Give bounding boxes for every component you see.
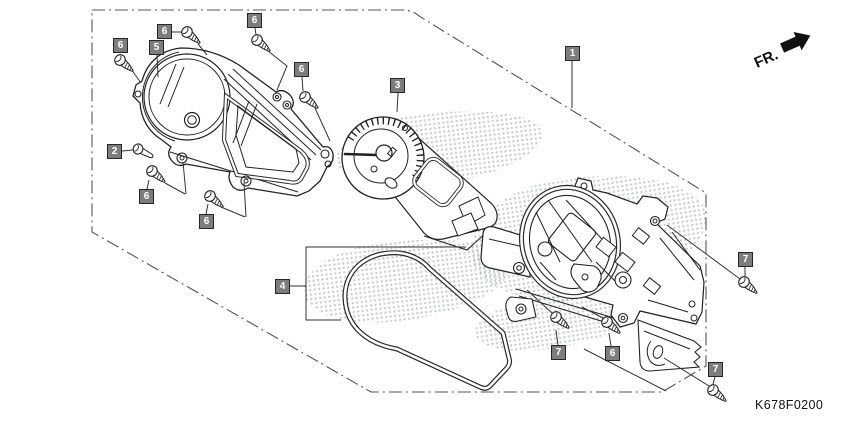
arrow-icon <box>780 32 811 53</box>
callout-7[interactable]: 7 <box>738 252 753 267</box>
callout-4[interactable]: 4 <box>275 279 290 294</box>
fr-direction-arrow: FR. <box>752 32 811 72</box>
lower-stay-tab <box>505 296 537 322</box>
meter-cover-part <box>132 47 334 197</box>
cable-boss <box>570 263 602 293</box>
gauge-needle <box>343 152 379 157</box>
part-code-label: K678F0200 <box>755 398 824 412</box>
screw-icon <box>548 308 573 333</box>
screw-icon <box>249 31 274 56</box>
trip-knob-hole <box>183 111 201 129</box>
callout-1[interactable]: 1 <box>565 46 580 61</box>
callout-6[interactable]: 6 <box>139 189 154 204</box>
callout-2[interactable]: 2 <box>107 144 122 159</box>
callout-6[interactable]: 6 <box>199 214 214 229</box>
needle-hub <box>375 144 393 162</box>
rear-case-part <box>480 177 705 372</box>
mount-ear-hole <box>272 92 282 102</box>
callout-4-bracket <box>290 246 466 321</box>
mount-tab-hole <box>134 90 142 98</box>
callout-6[interactable]: 6 <box>247 13 262 28</box>
glass-glint <box>167 66 185 108</box>
callout-3[interactable]: 3 <box>390 78 405 93</box>
glass-glint <box>159 63 177 105</box>
screw-icon <box>736 273 761 298</box>
callout-6[interactable]: 6 <box>113 38 128 53</box>
assembly-boundary <box>91 9 707 393</box>
glass-glint <box>240 103 258 147</box>
mount-ear-hole <box>324 160 332 168</box>
bolt-icon <box>130 141 156 162</box>
gasket-part <box>342 250 513 391</box>
glass-glint <box>232 100 250 144</box>
callout-6[interactable]: 6 <box>605 346 620 361</box>
screw-icon <box>179 23 204 48</box>
screw-icon <box>297 88 322 113</box>
callout-6[interactable]: 6 <box>294 62 309 77</box>
callout-6[interactable]: 6 <box>157 24 172 39</box>
callout-7[interactable]: 7 <box>708 362 723 377</box>
screw-icon <box>705 381 730 406</box>
leader-lines <box>121 27 746 392</box>
meter-window <box>412 156 464 208</box>
callout-7[interactable]: 7 <box>551 345 566 360</box>
screw-lug-hole <box>176 152 188 164</box>
case-ear-hole <box>649 215 661 227</box>
mount-ear-hole <box>282 100 292 110</box>
fr-label: FR. <box>752 46 781 71</box>
callout-5[interactable]: 5 <box>149 40 164 55</box>
bottom-plate <box>637 319 702 372</box>
speedometer-part <box>341 116 498 251</box>
mount-ear-hole <box>320 149 330 159</box>
screw-lug-hole <box>240 175 252 187</box>
